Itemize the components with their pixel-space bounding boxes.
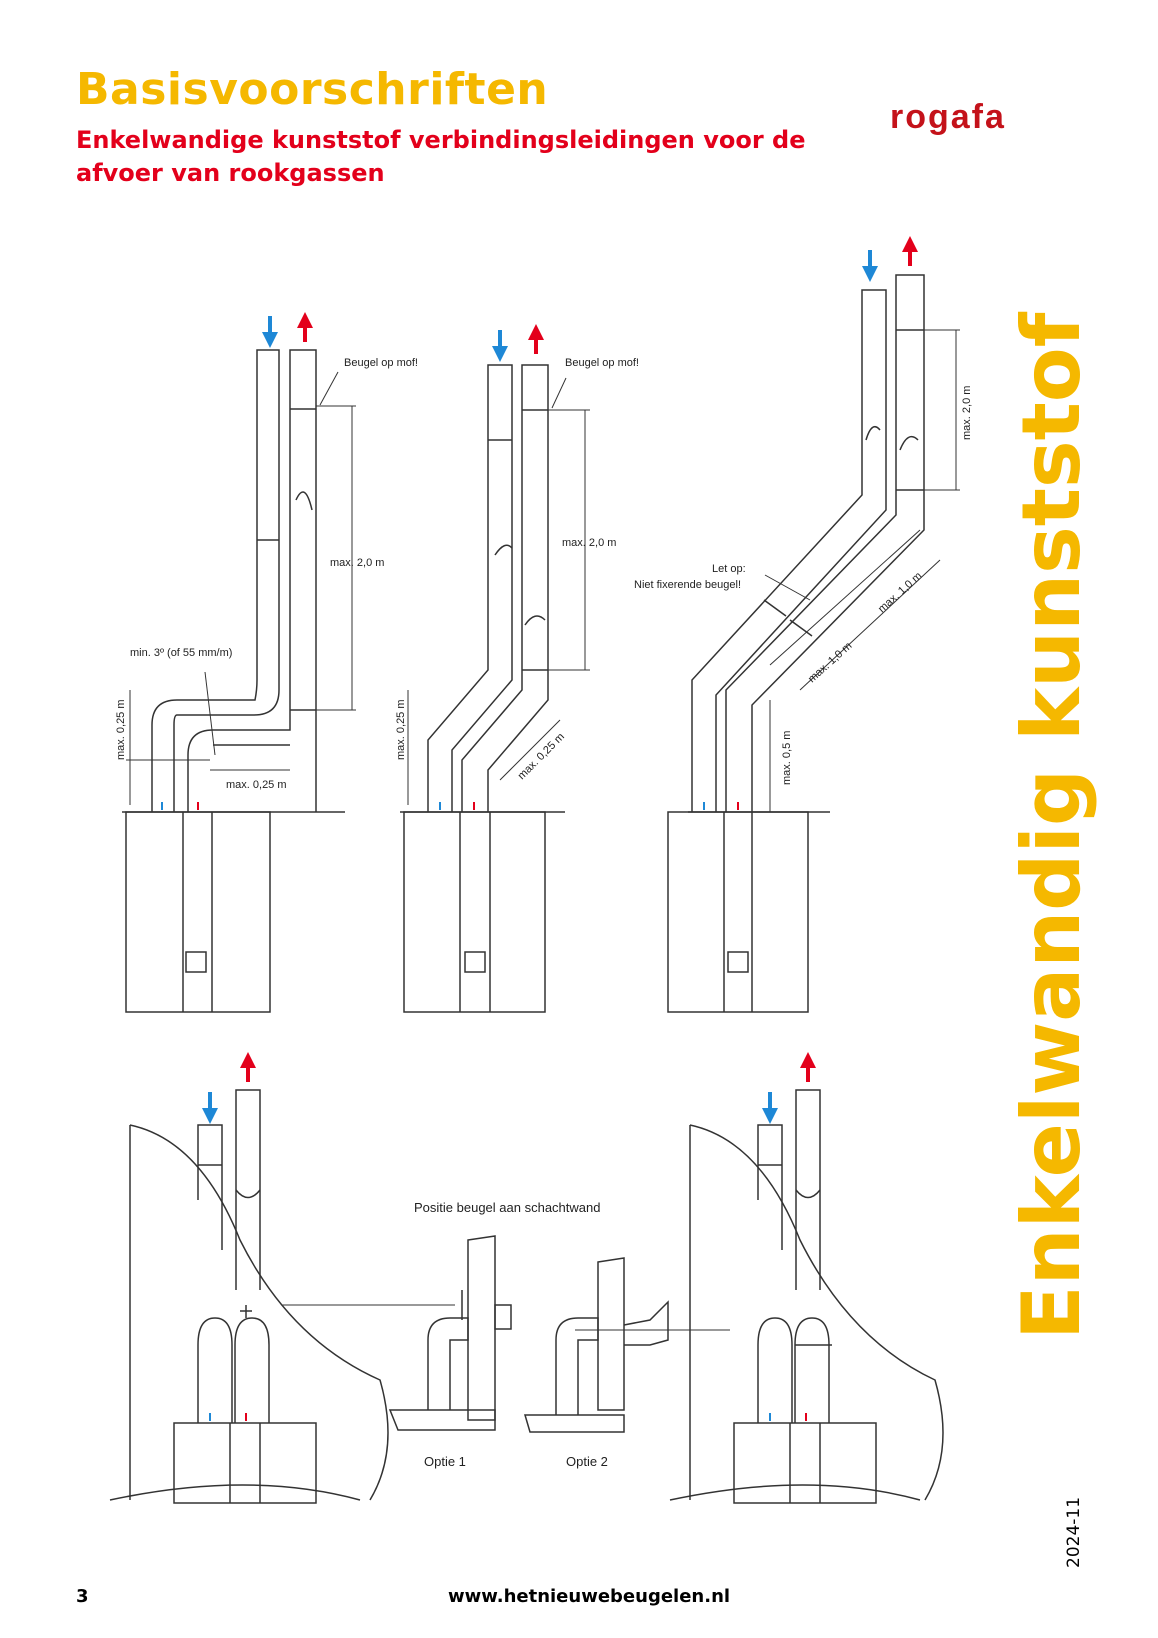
fig3-diag1: max. 1,0 m	[806, 640, 854, 685]
figure-2-offset	[400, 364, 590, 1013]
option-2-label: Optie 2	[566, 1454, 608, 1469]
fig1-slope-label: min. 3º (of 55 mm/m)	[130, 647, 232, 659]
shaft-left	[109, 1089, 455, 1504]
page-title: Basisvoorschriften	[76, 64, 549, 115]
boiler-1	[125, 811, 271, 1013]
fig1-beugel-label: Beugel op mof!	[344, 357, 418, 369]
fig3-note: Let op:	[712, 563, 746, 575]
logo-text: rogafa	[890, 98, 1006, 136]
figure-1-straight	[122, 349, 356, 1013]
fig3-max-length: max. 2,0 m	[961, 386, 973, 440]
shaft-caption: Positie beugel aan schachtwand	[414, 1200, 600, 1215]
fig2-max-height: max. 0,25 m	[395, 699, 407, 760]
fig2-beugel-label: Beugel op mof!	[565, 357, 639, 369]
boiler-2	[403, 811, 546, 1013]
option-1-label: Optie 1	[424, 1454, 466, 1469]
fig3-note2: Niet fixerende beugel!	[634, 579, 741, 591]
page-number: 3	[76, 1586, 89, 1607]
fig1-max-length: max. 2,0 m	[330, 557, 384, 569]
fig3-diag2: max. 1,0 m	[876, 570, 924, 615]
figure-3-long-offset	[667, 274, 960, 1013]
rogafa-logo: rogafa	[890, 98, 1006, 136]
fig3-max-height: max. 0,5 m	[781, 731, 793, 785]
bracket-options	[388, 1235, 730, 1433]
shaft-right	[669, 1089, 944, 1504]
port-arrows	[161, 802, 807, 1421]
fig1-max-horizontal: max. 0,25 m	[226, 779, 287, 791]
boiler-3	[667, 811, 809, 1013]
fig1-max-height: max. 0,25 m	[115, 699, 127, 760]
footer-url: www.hetnieuwebeugelen.nl	[448, 1586, 731, 1607]
fig2-max-length: max. 2,0 m	[562, 537, 616, 549]
page-subtitle: Enkelwandige kunststof verbindingsleidin…	[76, 126, 806, 187]
